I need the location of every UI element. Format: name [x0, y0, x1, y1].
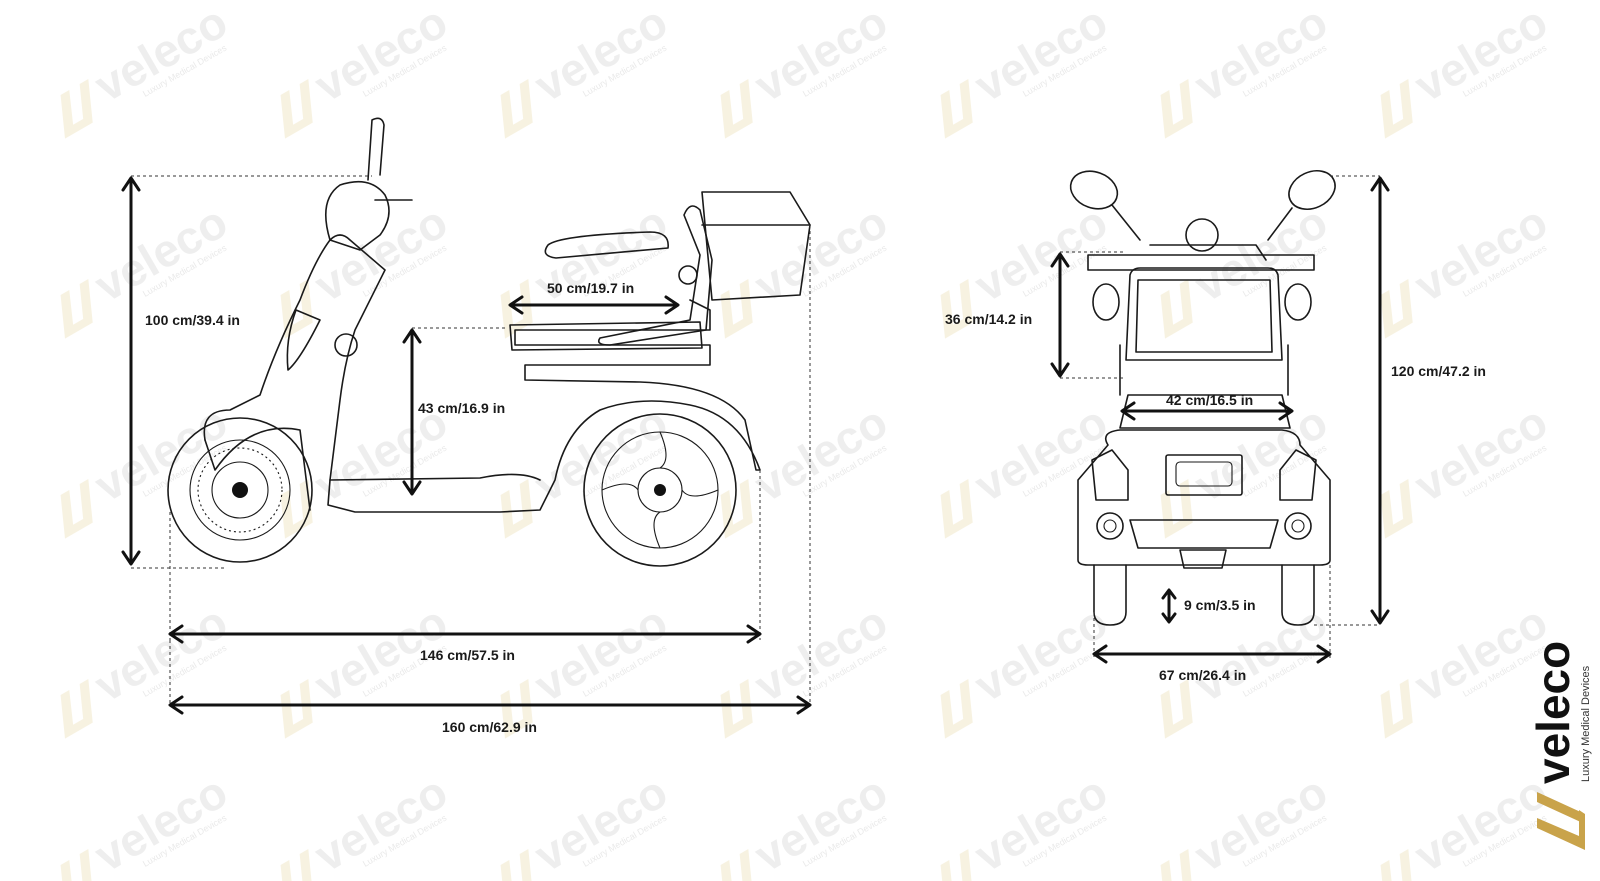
brand-name: veleco	[1527, 641, 1579, 784]
brand-tagline: Luxury Medical Devices	[1580, 665, 1592, 782]
wheelbase-label: 146 cm/57.5 in	[420, 647, 515, 663]
seat-depth-label: 50 cm/19.7 in	[547, 280, 634, 296]
rear-wheel	[167, 417, 313, 563]
veleco-v-mark-icon	[1537, 792, 1585, 850]
seat-width-label: 42 cm/16.5 in	[1166, 392, 1253, 408]
side-view-scooter	[167, 117, 811, 567]
seat-height-label: 43 cm/16.9 in	[418, 400, 505, 416]
side-view-dimensions: 100 cm/39.4 in 43 cm/16.9 in 50 cm/19.7 …	[121, 175, 812, 735]
width-label: 67 cm/26.4 in	[1159, 667, 1246, 683]
length-label: 160 cm/62.9 in	[442, 719, 537, 735]
front-wheel	[583, 413, 737, 567]
front-height-label: 120 cm/47.2 in	[1391, 363, 1486, 379]
clearance-label: 9 cm/3.5 in	[1184, 597, 1256, 613]
brand-logo: veleco Luxury Medical Devices	[1527, 641, 1592, 850]
side-height-label: 100 cm/39.4 in	[145, 312, 240, 328]
backrest-label: 36 cm/14.2 in	[945, 311, 1032, 327]
front-view-scooter	[1069, 169, 1336, 626]
front-view-dimensions: 36 cm/14.2 in 42 cm/16.5 in 120 cm/47.2 …	[945, 175, 1486, 683]
